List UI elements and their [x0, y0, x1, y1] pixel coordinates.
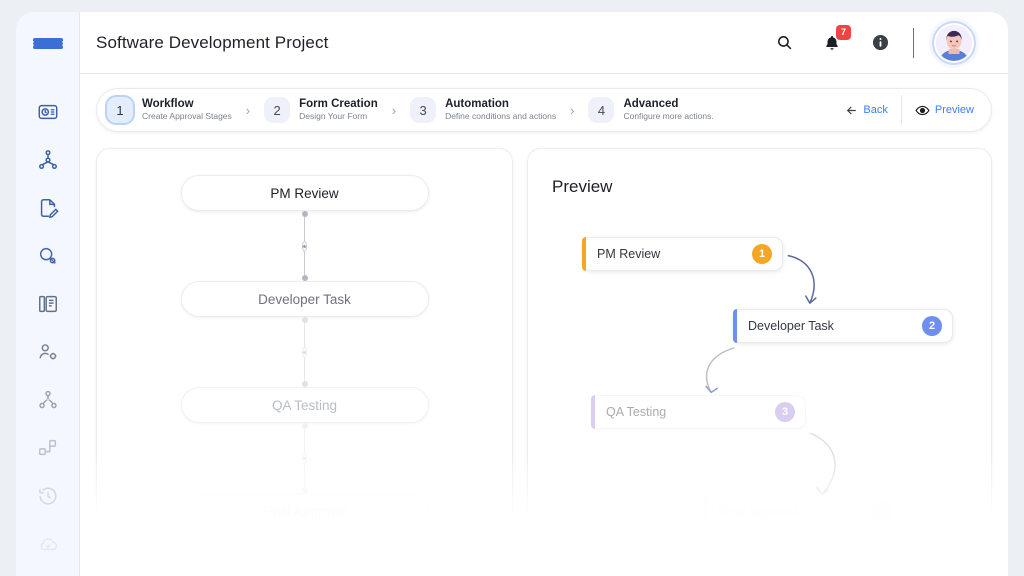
step-1-title: Workflow: [142, 98, 194, 111]
preview-card-qa-testing[interactable]: QA Testing 3: [591, 395, 806, 429]
connector-add-icon-3[interactable]: [302, 452, 307, 464]
preview-button[interactable]: Preview: [900, 95, 987, 125]
connector-add-icon-2[interactable]: [302, 346, 307, 358]
step-2-number: 2: [264, 97, 291, 123]
user-avatar-image: [936, 24, 972, 61]
step-2-form-creation[interactable]: 2 Form Creation Design Your Form: [260, 97, 382, 123]
topbar-actions: 7: [769, 20, 992, 65]
user-settings-icon: [38, 343, 56, 360]
sidebar-item-org-chart[interactable]: [33, 385, 63, 415]
step-3-title: Automation: [445, 98, 509, 111]
notification-badge: 7: [836, 24, 851, 40]
history-clock-icon: [38, 487, 57, 504]
step-1-workflow[interactable]: 1 Workflow Create Approval Stages: [103, 97, 236, 123]
preview-card-2-color-bar: [733, 309, 737, 343]
info-circle-icon: [872, 34, 888, 51]
step-3-number: 3: [410, 97, 437, 123]
workflow-node-qa-testing[interactable]: QA Testing: [180, 387, 429, 423]
sitemap-icon: [38, 439, 56, 455]
workflow-node-pm-review[interactable]: PM Review: [180, 175, 429, 211]
step-1-subtitle: Create Approval Stages: [142, 111, 232, 122]
step-1-number: 1: [107, 97, 133, 123]
step-4-title: Advanced: [623, 98, 679, 111]
sidebar-item-user-settings[interactable]: [33, 337, 63, 367]
workflow-stage-list: PM Review Developer Task QA Testing: [97, 149, 512, 529]
step-4-advanced[interactable]: 4 Advanced Configure more actions.: [584, 97, 717, 123]
preview-card-developer-task[interactable]: Developer Task 2: [733, 309, 953, 343]
content-area: PM Review Developer Task QA Testing: [80, 132, 1008, 576]
preview-card-4-label: Final Approval: [718, 505, 798, 519]
step-separator-3: ›: [570, 102, 575, 118]
document-edit-icon: [40, 198, 59, 218]
stepper-actions: Back Preview: [832, 95, 987, 125]
step-3-subtitle: Define conditions and actions: [445, 111, 557, 122]
preview-card-3-label: QA Testing: [606, 405, 667, 419]
stepper-container: 1 Workflow Create Approval Stages › 2 Fo…: [80, 74, 1008, 132]
step-4-subtitle: Configure more actions.: [623, 111, 714, 122]
workflow-panel: PM Review Developer Task QA Testing: [96, 148, 513, 576]
info-button[interactable]: [865, 28, 895, 58]
back-button[interactable]: Back: [832, 95, 900, 125]
sidebar-item-workflow-node[interactable]: [33, 145, 63, 175]
sidebar-item-history-clock[interactable]: [33, 481, 63, 511]
arrow-left-icon: [847, 106, 857, 114]
preview-card-4-color-bar: [703, 495, 707, 529]
workflow-connector-2: [301, 317, 308, 387]
back-label: Back: [863, 104, 888, 116]
preview-label: Preview: [934, 104, 974, 116]
toolbar-divider: [913, 27, 914, 58]
sidebar-nav-list: [16, 97, 79, 576]
preview-card-3-number: 3: [775, 402, 795, 422]
hamburger-menu-icon[interactable]: [32, 38, 63, 49]
search-button[interactable]: [769, 28, 799, 58]
search-icon: [777, 36, 791, 50]
preview-card-2-label: Developer Task: [748, 319, 834, 333]
preview-card-3-color-bar: [591, 395, 595, 429]
top-bar: Software Development Project 7: [80, 12, 1008, 74]
step-separator-1: ›: [245, 102, 251, 118]
sidebar-item-document-edit[interactable]: [33, 193, 63, 223]
notification-bell-icon: [826, 35, 838, 50]
page-title: Software Development Project: [96, 32, 329, 52]
preview-panel: Preview PM Review 1: [527, 148, 992, 576]
preview-card-4-number: 4: [872, 502, 892, 522]
org-chart-icon: [38, 390, 57, 408]
workflow-connector-3: [301, 423, 308, 493]
library-books-icon: [38, 295, 57, 312]
preview-canvas: PM Review 1 Developer Task 2 QA Testing …: [528, 149, 991, 575]
preview-card-1-color-bar: [582, 237, 586, 271]
sidebar-item-sitemap[interactable]: [33, 433, 63, 463]
preview-heading: Preview: [552, 177, 613, 196]
preview-card-1-label: PM Review: [597, 247, 661, 261]
stepper: 1 Workflow Create Approval Stages › 2 Fo…: [96, 88, 992, 132]
avatar[interactable]: [932, 20, 976, 65]
workflow-node-final-approval[interactable]: Final Approval: [180, 493, 429, 529]
preview-card-final-approval[interactable]: Final Approval 4: [703, 495, 903, 529]
sidebar-item-cloud-sync[interactable]: [33, 529, 63, 559]
time-tracker-icon: [38, 104, 57, 119]
main-panel: Software Development Project 7: [80, 12, 1008, 576]
preview-card-pm-review[interactable]: PM Review 1: [582, 237, 783, 271]
step-2-title: Form Creation: [299, 98, 378, 111]
sidebar-item-time-tracker[interactable]: [33, 97, 63, 127]
sidebar-item-search-settings[interactable]: [33, 241, 63, 271]
notifications-button[interactable]: 7: [817, 24, 851, 58]
sidebar-item-library-books[interactable]: [33, 289, 63, 319]
workflow-node-developer-task[interactable]: Developer Task: [180, 281, 429, 317]
cloud-sync-icon: [40, 537, 57, 550]
step-separator-2: ›: [391, 102, 397, 118]
step-2-subtitle: Design Your Form: [299, 111, 368, 122]
preview-card-1-number: 1: [752, 244, 772, 264]
workflow-connector-1: [301, 211, 308, 281]
preview-card-2-number: 2: [922, 316, 942, 336]
search-settings-icon: [39, 247, 56, 264]
step-3-automation[interactable]: 3 Automation Define conditions and actio…: [406, 97, 560, 123]
step-4-number: 4: [588, 97, 615, 123]
eye-icon: [915, 105, 930, 115]
connector-add-icon-1[interactable]: [302, 240, 307, 252]
sidebar: [16, 12, 80, 576]
workflow-node-icon: [38, 149, 57, 169]
